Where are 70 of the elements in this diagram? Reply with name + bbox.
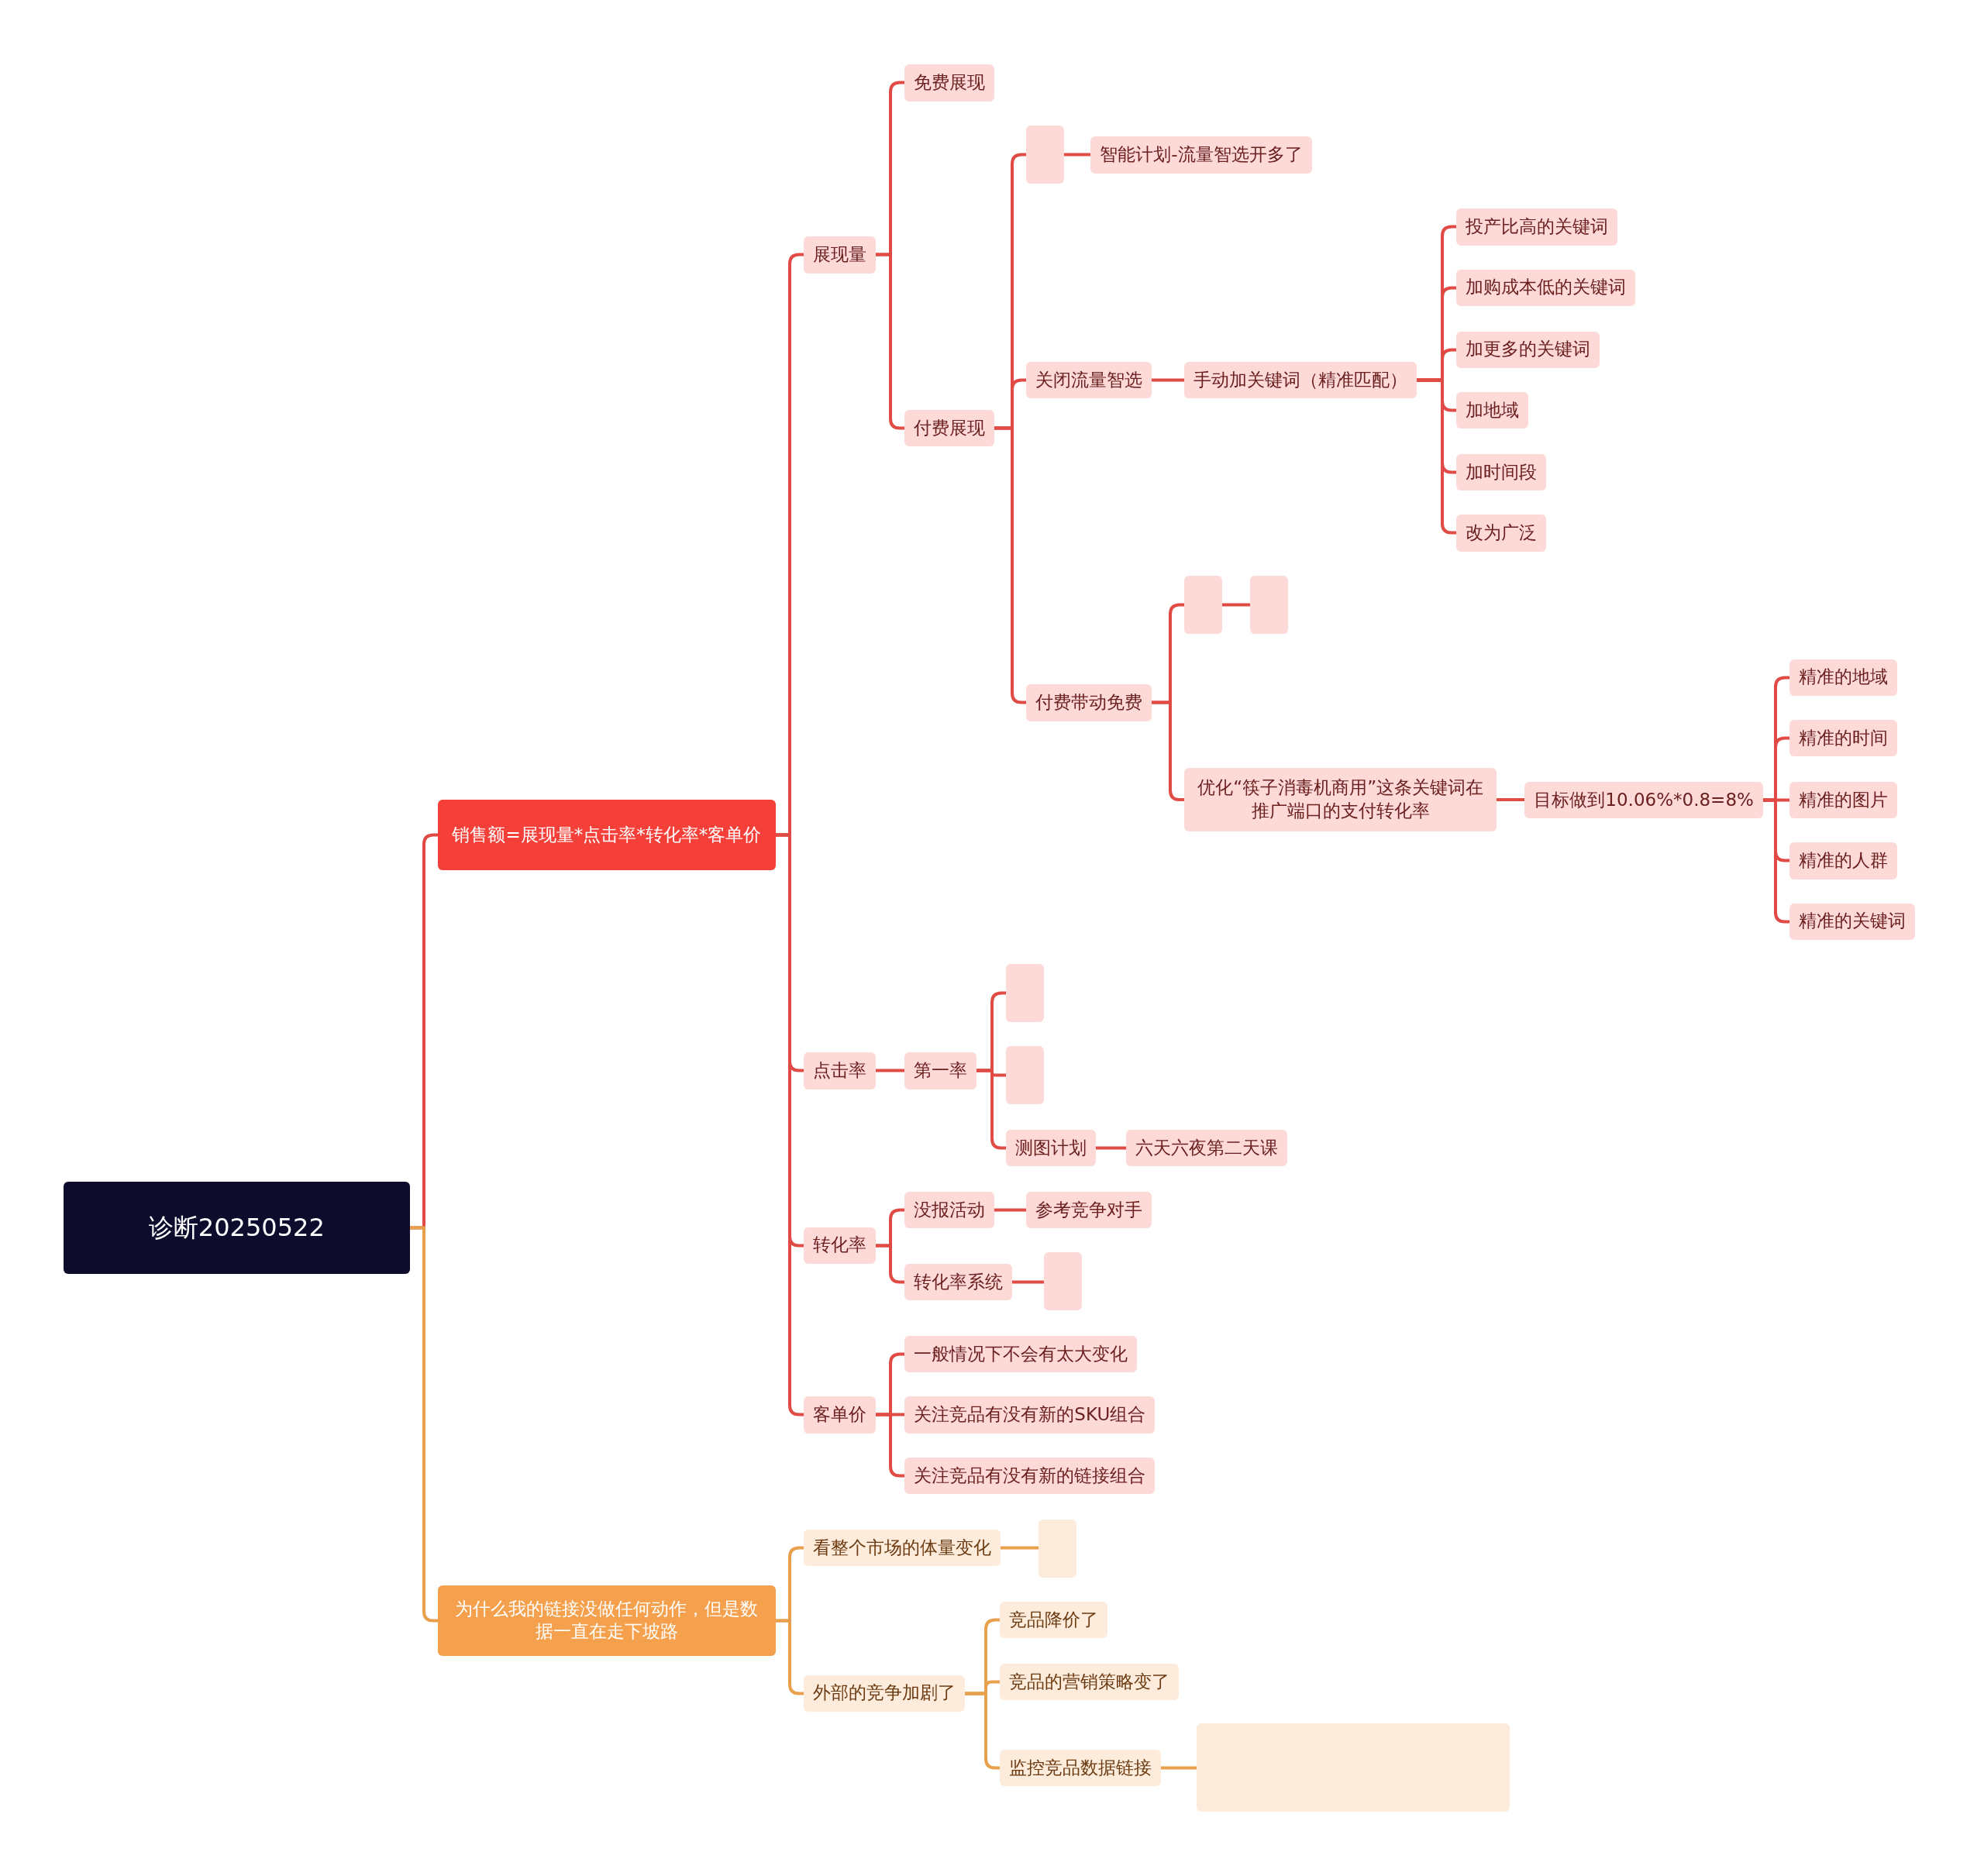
topic-box: 竞品的营销策略变了 bbox=[999, 1663, 1179, 1701]
topic-box: 改为广泛 bbox=[1456, 515, 1547, 552]
topic-box: 转化率 bbox=[803, 1227, 876, 1264]
topic-box: 免费展现 bbox=[904, 64, 995, 102]
empty-topic-box bbox=[1250, 575, 1288, 634]
connector-line bbox=[1763, 798, 1789, 924]
topic-box: 关注竞品有没有新的链接组合 bbox=[904, 1457, 1156, 1495]
connector-line bbox=[410, 1226, 438, 1623]
empty-topic-box bbox=[1026, 125, 1065, 184]
connector-line bbox=[1012, 1280, 1044, 1284]
topic-box: 点击率 bbox=[803, 1052, 876, 1089]
empty-topic-box bbox=[1043, 1252, 1082, 1311]
topic-box: 加时间段 bbox=[1456, 454, 1547, 491]
topic-box: 一般情况下不会有太大变化 bbox=[904, 1336, 1138, 1373]
topic-box: 精准的人群 bbox=[1789, 842, 1897, 879]
root-topic-box: 诊断20250522 bbox=[63, 1181, 410, 1275]
empty-topic-box bbox=[1197, 1723, 1510, 1812]
topic-box: 看整个市场的体量变化 bbox=[803, 1529, 1001, 1567]
topic-box: 精准的图片 bbox=[1789, 781, 1897, 819]
topic-box: 关注竞品有没有新的SKU组合 bbox=[904, 1396, 1156, 1434]
connector-line bbox=[976, 1069, 1006, 1150]
topic-box: 外部的竞争加剧了 bbox=[803, 1675, 965, 1712]
topic-box: 监控竞品数据链接 bbox=[999, 1749, 1161, 1787]
topic-box: 关闭流量智选 bbox=[1026, 361, 1152, 399]
topic-box: 投产比高的关键词 bbox=[1456, 208, 1618, 246]
topic-box: 第一率 bbox=[904, 1052, 977, 1089]
topic-box: 付费展现 bbox=[904, 409, 995, 447]
main-topic-box: 为什么我的链接没做任何动作，但是数据一直在走下坡路 bbox=[437, 1585, 776, 1657]
topic-box: 智能计划-流量智选开多了 bbox=[1090, 136, 1312, 174]
connector-line bbox=[1001, 1546, 1038, 1550]
connector-line bbox=[876, 1413, 904, 1478]
topic-box: 展现量 bbox=[803, 236, 876, 274]
connector-line bbox=[876, 1244, 904, 1284]
empty-topic-box bbox=[1005, 1046, 1044, 1105]
connector-line bbox=[965, 1692, 1000, 1770]
topic-box: 加更多的关键词 bbox=[1456, 331, 1600, 369]
empty-topic-box bbox=[1184, 575, 1223, 634]
topic-box: 参考竞争对手 bbox=[1026, 1191, 1152, 1229]
topic-box: 加地域 bbox=[1456, 392, 1529, 429]
connector-line bbox=[876, 253, 904, 430]
topic-box: 六天六夜第二天课 bbox=[1126, 1129, 1288, 1167]
topic-box: 优化“筷子消毒机商用”这条关键词在推广端口的支付转化率 bbox=[1184, 768, 1497, 831]
connector-line bbox=[1064, 153, 1090, 157]
connector-line bbox=[1152, 378, 1184, 382]
topic-box: 加购成本低的关键词 bbox=[1456, 269, 1636, 307]
topic-box: 客单价 bbox=[803, 1396, 876, 1434]
topic-box: 精准的时间 bbox=[1789, 719, 1897, 757]
connector-line bbox=[876, 1069, 904, 1072]
connector-line bbox=[1417, 378, 1456, 535]
connector-line bbox=[994, 1208, 1026, 1212]
main-topic-box: 销售额=展现量*点击率*转化率*客单价 bbox=[437, 799, 776, 871]
topic-box: 竞品降价了 bbox=[999, 1601, 1107, 1639]
empty-topic-box bbox=[1038, 1519, 1077, 1578]
topic-box: 精准的关键词 bbox=[1789, 903, 1915, 941]
topic-box: 测图计划 bbox=[1005, 1129, 1096, 1167]
connector-line bbox=[1161, 1766, 1197, 1770]
topic-box: 目标做到10.06%*0.8=8% bbox=[1524, 781, 1763, 819]
topic-box: 付费带动免费 bbox=[1026, 684, 1152, 721]
topic-box: 转化率系统 bbox=[904, 1264, 1013, 1301]
topic-box: 精准的地域 bbox=[1789, 659, 1897, 696]
connector-line bbox=[1497, 798, 1524, 801]
connector-line bbox=[994, 426, 1026, 704]
connector-line bbox=[776, 833, 804, 1416]
topic-box: 没报活动 bbox=[904, 1191, 995, 1229]
empty-topic-box bbox=[1005, 964, 1044, 1023]
connector-line bbox=[1222, 603, 1250, 607]
connector-line bbox=[776, 1619, 804, 1695]
connector-line bbox=[1096, 1146, 1126, 1150]
connector-line bbox=[1152, 700, 1184, 801]
topic-box: 手动加关键词（精准匹配） bbox=[1184, 361, 1417, 399]
